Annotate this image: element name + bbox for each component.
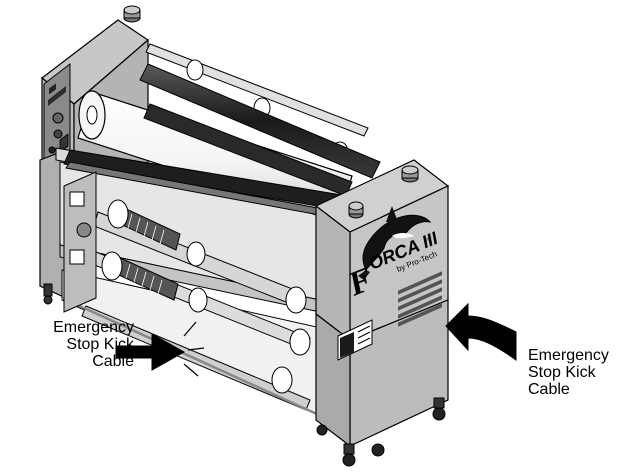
- arrow-left-callout: [115, 321, 205, 377]
- callout-left-line-2: Stop Kick: [66, 336, 134, 353]
- callout-right: Emergency Stop Kick Cable: [528, 347, 609, 398]
- callout-right-line-2: Stop Kick: [528, 364, 596, 381]
- callout-left-line-3: Cable: [92, 353, 134, 370]
- warning-label: [337, 319, 373, 361]
- orca-logo-icon: [358, 206, 432, 280]
- casters-right: [316, 397, 446, 467]
- right-end-tower: [314, 159, 450, 467]
- upper-rolls: [63, 43, 381, 223]
- lower-rolls: [61, 199, 331, 422]
- callout-left-line-1: Emergency: [53, 319, 134, 336]
- left-side-plate: [63, 171, 97, 313]
- top-knob-left: [123, 5, 141, 23]
- top-knob-right: [348, 165, 419, 219]
- kick-cable: [61, 296, 331, 422]
- callout-left: Emergency Stop Kick Cable: [2, 319, 134, 370]
- impact-lines-left: [183, 321, 205, 377]
- brand-trademark: ™: [424, 237, 433, 246]
- control-panel: [43, 62, 71, 174]
- callout-right-line-1: Emergency: [528, 347, 609, 364]
- vent-grille: [398, 271, 442, 327]
- arrow-right-callout: [445, 302, 517, 361]
- caster-left: [43, 283, 53, 297]
- callout-right-line-3: Cable: [528, 381, 570, 398]
